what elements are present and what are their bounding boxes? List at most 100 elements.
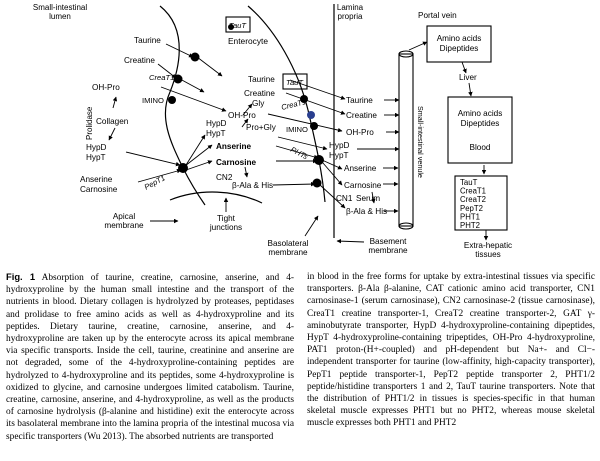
taut-apical-box [225, 16, 251, 33]
creat1-basolateral-label: CreaT1 [280, 97, 307, 112]
hypd-lumen-label: HypD [86, 143, 107, 152]
gly-arrow [242, 103, 253, 116]
hyp-inside-arrow [185, 134, 206, 166]
ohpro-lumen-label: OH-Pro [92, 83, 120, 92]
venule-portal-arrow [408, 41, 428, 51]
venule-cylinder [398, 53, 414, 227]
carnosine-lumen-label: Carnosine [80, 185, 118, 194]
basolateral-label-arrow [304, 215, 319, 237]
bala-cell-label: β-Ala & His [232, 181, 273, 190]
taurine-exit-arrow [289, 79, 346, 100]
carnosine-propria-label: Carnosine [344, 181, 382, 190]
taut-basolateral-label: TauT [286, 78, 304, 87]
carnosine-out-arrow [322, 162, 343, 186]
creatine-lumen-label: Creatine [124, 56, 155, 65]
ohpro-exit-arrow [267, 113, 343, 133]
ohpro-cell-label: OH-Pro [228, 111, 256, 120]
cn2-label: CN2 [216, 173, 233, 182]
portal-liver-arrow [461, 61, 467, 74]
creatine-exit-arrow [285, 92, 346, 115]
anserine-propria-label: Anserine [344, 164, 377, 173]
carnosine-inside-arrow [185, 160, 213, 171]
bala-basolateral-dot [312, 178, 322, 188]
gly-label: Gly [252, 99, 265, 108]
creatine-propria-label: Creatine [346, 111, 377, 120]
imino-apical-dot [168, 96, 176, 104]
serum-label: Serum [356, 194, 380, 203]
progly-arrow [241, 118, 249, 128]
apical-membrane-bottom [182, 167, 206, 206]
taurine-inside-arrow [196, 56, 223, 77]
phts-label: PHTs [289, 145, 310, 162]
bala-exit-arrow [272, 181, 316, 187]
creat1-apical-dot [173, 74, 183, 84]
imino-apical-label: IMINO [142, 96, 164, 105]
caption-left-column: Fig. 1 Absorption of taurine, creatine, … [6, 271, 294, 443]
taurine-lumen-label: Taurine [134, 36, 161, 45]
transporter-box [454, 175, 508, 231]
tight-junction-line [169, 191, 263, 204]
dipeptide-uptake-arrow [137, 168, 182, 183]
venule-label: Small-intestinal venule [416, 106, 425, 178]
blood-box [447, 96, 513, 164]
taurine-propria-label: Taurine [346, 96, 373, 105]
portal-label: Portal vein [418, 11, 457, 20]
collagen-ohpro-arrow [112, 96, 118, 109]
ohpro-uptake-arrow [160, 86, 227, 112]
ohpro-propria-label: OH-Pro [346, 128, 374, 137]
liver-blood-arrow [468, 82, 473, 97]
figure-boxes [225, 16, 513, 231]
anserine-cell-label: Anserine [216, 142, 251, 151]
apical-membrane-mid [164, 91, 184, 169]
collagen-hypd-arrow [108, 127, 116, 141]
hyp-exit-arrow [277, 136, 328, 151]
anserine-inside-arrow [184, 144, 213, 167]
hypd-cell-label: HypD [206, 119, 227, 128]
anserine-lumen-label: Anserine [80, 175, 113, 184]
bala-out-arrow [319, 184, 346, 209]
hypd-propria-label: HypD [329, 141, 350, 150]
carnosine-cell-label: Carnosine [216, 158, 256, 167]
hypt-propria-label: HypT [329, 151, 349, 160]
creatine-uptake-arrow [157, 63, 177, 79]
hyp-uptake-arrow [125, 151, 181, 167]
anserine-exit-arrow [275, 145, 319, 160]
anserine-out-arrow [321, 159, 343, 170]
cn1-arrow [371, 191, 376, 204]
creatine-cell-label: Creatine [244, 89, 275, 98]
venule-bottom [398, 222, 414, 230]
liver-label: Liver [459, 73, 477, 82]
cn2-arrow [243, 166, 249, 178]
venule-top [398, 50, 414, 58]
enterocyte-label: Enterocyte [228, 36, 268, 46]
taut-apical-dot [190, 52, 200, 62]
prolidase-label: Prolidase [85, 106, 94, 140]
caption-right-text: in blood in the free forms for uptake by… [307, 272, 595, 429]
creatine-inside-arrow [179, 78, 205, 93]
pept1-label: PepT1 [143, 173, 167, 191]
bala-propria-label: β-Ala & His [346, 207, 387, 216]
basement-label-arrow [336, 238, 365, 244]
hypt-lumen-label: HypT [86, 153, 106, 162]
caption-left-text: Absorption of taurine, creatine, carnosi… [6, 273, 294, 442]
caption-right-column: in blood in the free forms for uptake by… [307, 271, 595, 430]
flux-arrows [108, 41, 489, 244]
imino-basolateral-label: IMINO [286, 125, 308, 134]
creat1-apical-label: CreaT1 [149, 73, 174, 82]
taut-apical-label: TauT [229, 21, 247, 30]
taurine-cell-label: Taurine [248, 75, 275, 84]
hypt-cell-label: HypT [206, 129, 226, 138]
creat1-basolateral-dot [307, 111, 315, 119]
imino-basolateral-dot [310, 122, 318, 130]
